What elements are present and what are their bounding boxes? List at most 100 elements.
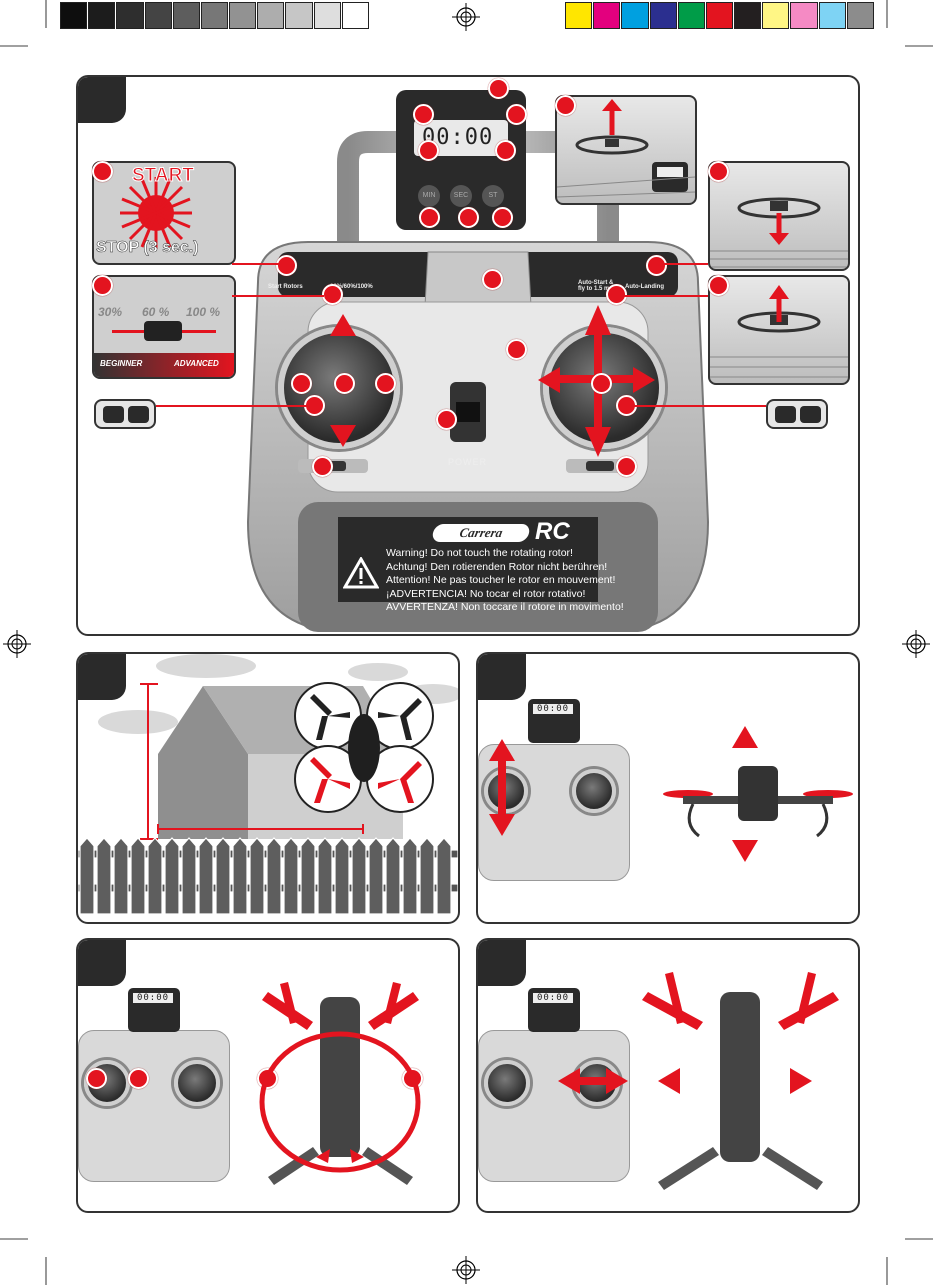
fence-picket (368, 837, 384, 915)
panel-remote-overview: 00:00 MIN SEC ST 2.4 GHz Start Rotors 30… (76, 75, 860, 636)
advanced-label: ADVANCED (174, 359, 219, 368)
fence-picket (300, 837, 316, 915)
stop-label: STOP (3 sec.) (96, 239, 199, 257)
callout-dot-timer-tr (506, 104, 527, 125)
warning-text-block: Warning! Do not touch the rotating rotor… (386, 547, 624, 615)
timer-button-st-label: ST (488, 192, 498, 199)
fence-picket (96, 837, 112, 915)
fence-picket (419, 837, 435, 915)
right-stick-down-arrow (585, 427, 611, 457)
timer-button-sec[interactable]: SEC (450, 185, 472, 207)
panel-number-tab (78, 940, 126, 986)
power-label: POWER (448, 457, 488, 467)
fence-picket (249, 837, 265, 915)
fence-picket (79, 837, 95, 915)
callout-dot-left-stick-c (334, 373, 355, 394)
color-swatch (285, 2, 313, 29)
fence-picket (147, 837, 163, 915)
color-swatch (257, 2, 285, 29)
fence-picket (385, 837, 401, 915)
inset-auto-up (708, 275, 850, 385)
beginner-label: BEGINNER (100, 359, 143, 368)
color-swatch (677, 2, 705, 29)
mini-right-stick (572, 769, 616, 813)
leader-line-start (232, 263, 287, 265)
mini-left-stick (484, 769, 528, 813)
color-swatch (144, 2, 172, 29)
percent-30-label: 30% (98, 305, 123, 319)
warning-triangle-icon (343, 557, 379, 589)
panel-throttle: 00:00 (476, 652, 860, 924)
leader-line-left-trim (156, 405, 308, 407)
color-swatch (229, 2, 257, 29)
warning-line-fr: Attention! Ne pas toucher le rotor en mo… (386, 574, 616, 586)
panel-number-tab (78, 77, 126, 123)
callout-dot-inset-b (708, 161, 729, 182)
speed-switch-knob[interactable] (144, 321, 182, 341)
brand-logo: Carrera (431, 524, 531, 542)
drone-down-arrow (732, 840, 758, 862)
auto-landing-label: Auto-Landing (625, 284, 664, 290)
fence-picket (436, 837, 452, 915)
percent-100-label: 100 % (186, 305, 221, 319)
mini-lateral-left-arrow (558, 1068, 580, 1094)
callout-dot-timer-tl (413, 104, 434, 125)
inset-speed-switch: 30% 60 % 100 % BEGINNER ADVANCED (92, 275, 236, 379)
registration-mark-left (3, 630, 31, 658)
warning-line-es: ¡ADVERTENCIA! No tocar el rotor rotativo… (386, 587, 586, 600)
inset-landing (708, 161, 850, 271)
mini-right-stick-yaw (174, 1060, 220, 1106)
fence-picket (283, 837, 299, 915)
color-swatch (734, 2, 762, 29)
leader-line-auto-start (623, 295, 708, 297)
right-stick-up-arrow (585, 305, 611, 335)
registration-mark-bottom (452, 1256, 480, 1284)
auto-start-label: Auto-Start & fly to 1.5 m (578, 280, 614, 292)
callout-dot-start-rotors (276, 255, 297, 276)
left-trim-slider[interactable] (298, 459, 368, 473)
color-swatch (593, 2, 621, 29)
right-stick-right-arrow (633, 367, 655, 393)
speed-switch-label: 30%/60%/100% (330, 284, 373, 290)
drone-descending-icon (710, 197, 848, 268)
color-swatch (313, 2, 341, 29)
fence-picket (198, 837, 214, 915)
timer-button-min[interactable]: MIN (418, 185, 440, 207)
callout-dot-btn-3 (492, 207, 513, 228)
registration-mark-top (452, 3, 480, 31)
callout-dot-timer-bl (418, 140, 439, 161)
leader-line-speed (232, 295, 324, 297)
color-swatch (705, 2, 734, 29)
fence-picket (181, 837, 197, 915)
fence-picket (113, 837, 129, 915)
callout-dot-power (436, 409, 457, 430)
fence-picket (402, 837, 418, 915)
callout-dot-inset-a (555, 95, 576, 116)
fence-picket (266, 837, 282, 915)
panel-lateral: 00:00 (476, 938, 860, 1213)
panel-yaw: 00:00 (76, 938, 460, 1213)
callout-dot-speed (92, 275, 113, 296)
mini-throttle-up-arrow (489, 739, 515, 761)
inset-auto-start (555, 95, 697, 205)
mini-lateral-right-arrow (606, 1068, 628, 1094)
mini-timer-yaw: 00:00 (128, 988, 180, 1032)
callout-dot-led (506, 339, 527, 360)
mini-left-stick-lateral (484, 1060, 530, 1106)
callout-dot-right-trim (616, 456, 637, 477)
mini-lateral-bar (576, 1077, 610, 1085)
color-swatch (621, 2, 649, 29)
callout-dot-inset-c (708, 275, 729, 296)
leader-line-auto-landing (663, 263, 708, 265)
color-swatch (116, 2, 144, 29)
drone-up-icon (710, 285, 848, 378)
timer-button-st[interactable]: ST (482, 185, 504, 207)
mini-timer-text-lateral: 00:00 (533, 993, 573, 1003)
fence-picket (351, 837, 367, 915)
color-swatch (846, 2, 874, 29)
callout-dot-yaw-left (86, 1068, 107, 1089)
brand-logo-text: Carrera (458, 525, 505, 540)
left-stick-up-arrow (330, 314, 356, 336)
callout-dot-btn-1 (419, 207, 440, 228)
